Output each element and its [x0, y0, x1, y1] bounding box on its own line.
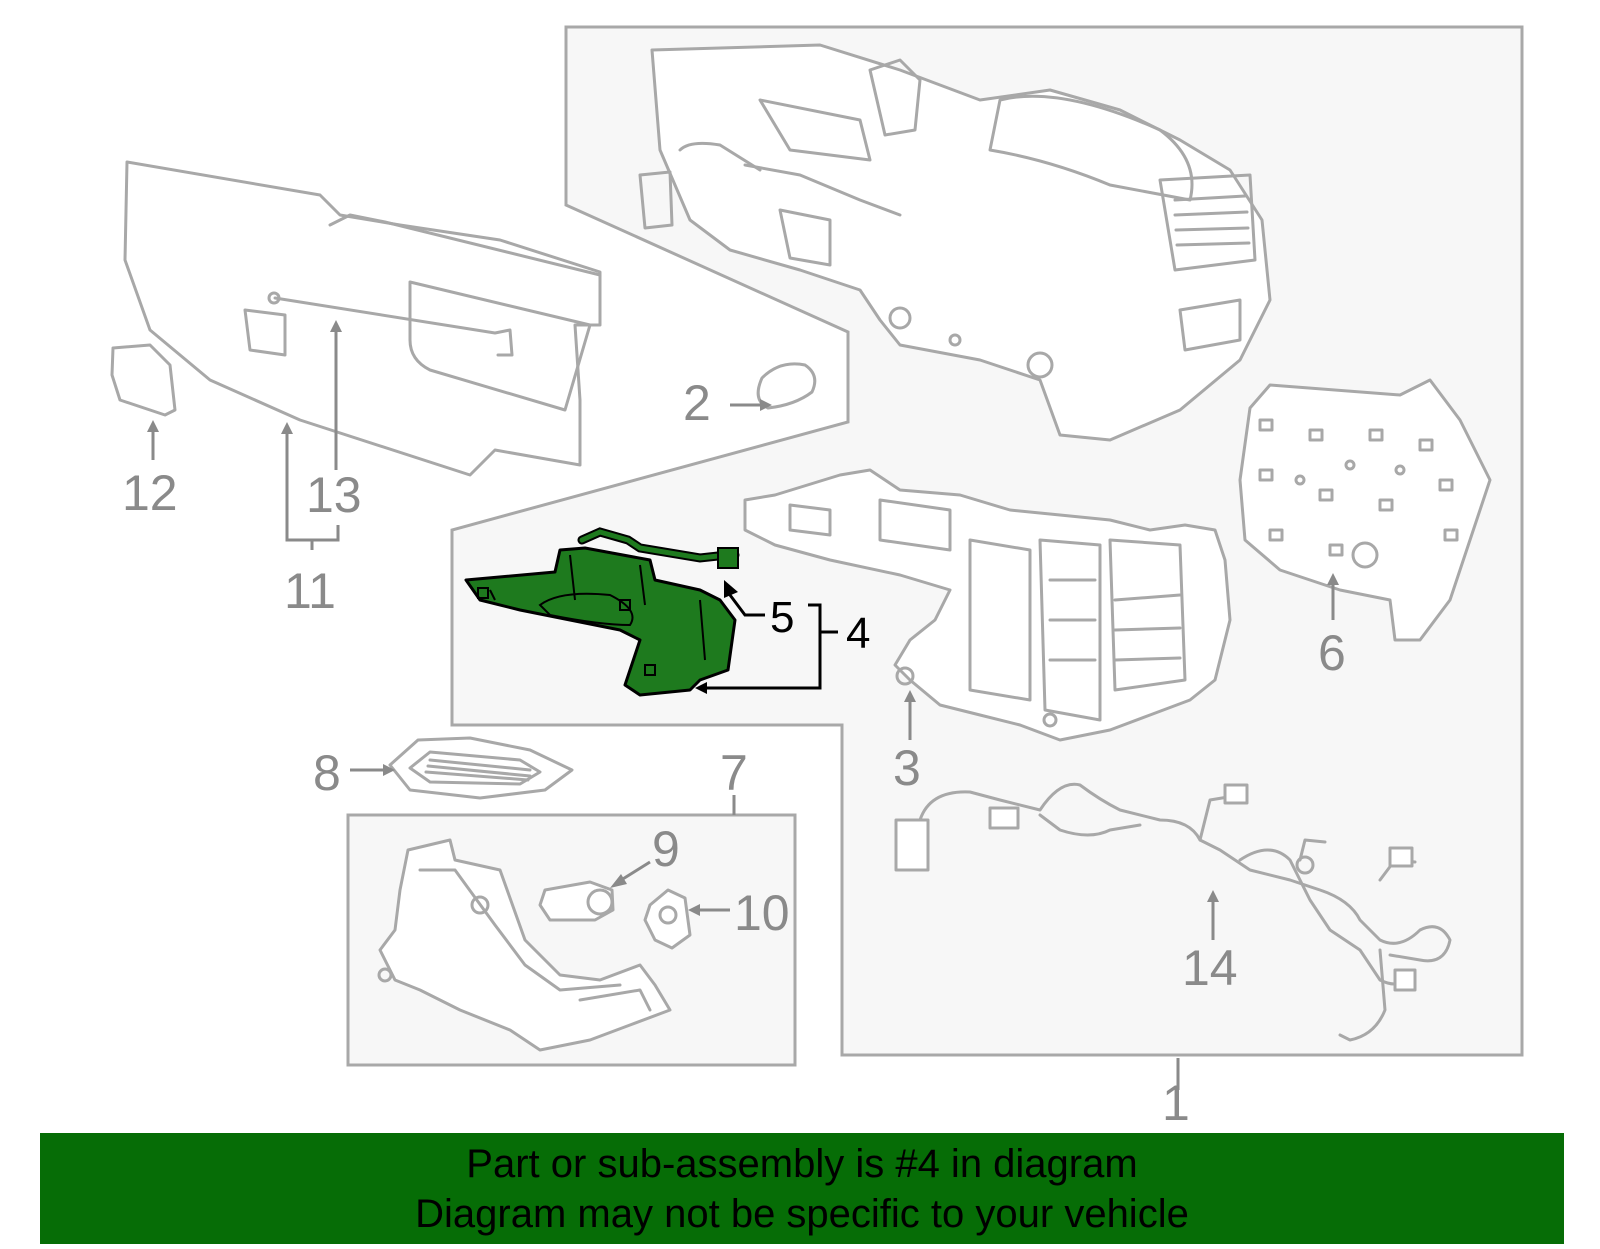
part-10 — [643, 888, 692, 950]
console-bracket-3 — [743, 468, 1232, 742]
callout-10: 10 — [734, 885, 790, 941]
cap-2 — [756, 362, 817, 410]
callout-8: 8 — [313, 745, 341, 801]
highlighted-part-5 — [577, 527, 740, 569]
banner-line-1: Part or sub-assembly is #4 in diagram — [466, 1142, 1138, 1186]
callout-12: 12 — [122, 465, 178, 521]
callout-13: 13 — [306, 467, 362, 523]
trim-panel-11 — [123, 160, 602, 477]
callout-14: 14 — [1182, 940, 1238, 996]
mat-8 — [388, 736, 574, 800]
callout-2: 2 — [683, 375, 711, 431]
banner-line-2: Diagram may not be specific to your vehi… — [415, 1192, 1189, 1236]
callout-11: 11 — [284, 563, 336, 619]
cover-12 — [110, 343, 177, 417]
rod-13 — [267, 291, 514, 357]
part-9 — [538, 880, 615, 922]
callout-6: 6 — [1318, 625, 1346, 681]
callout-5: 5 — [770, 593, 794, 642]
active-leader-lines — [695, 580, 838, 694]
callout-9: 9 — [652, 821, 680, 877]
leader-lines — [147, 320, 1339, 1090]
highlighted-part-4 — [464, 546, 737, 697]
part-info-banner: Part or sub-assembly is #4 in diagram Di… — [40, 1133, 1564, 1244]
callout-4: 4 — [846, 609, 870, 658]
side-panel-6 — [1238, 378, 1492, 642]
console-trim-7 — [377, 838, 672, 1052]
callout-1: 1 — [1162, 1075, 1190, 1131]
wiring-harness-14 — [894, 782, 1452, 1042]
callout-7: 7 — [720, 745, 748, 801]
console-upper-housing — [638, 43, 1272, 442]
callout-3: 3 — [893, 740, 921, 796]
